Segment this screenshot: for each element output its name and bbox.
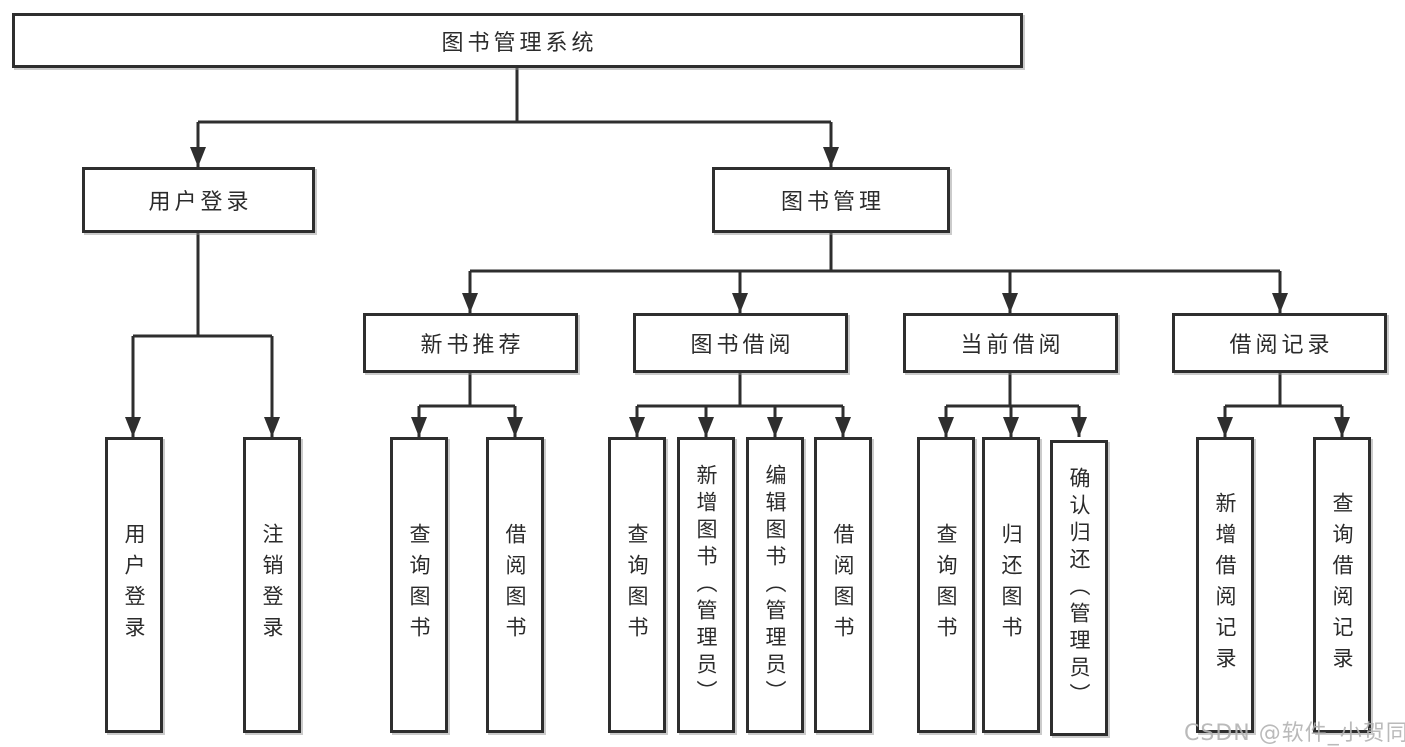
node-book-borrowing-label: 图书借阅 [690,333,795,358]
leaf-confirm-return-admin-label: 确认归还（管理员） [1067,466,1091,710]
leaf-query-books-recommend-label: 查询图书 [407,523,431,647]
leaf-query-books-current: 查询图书 [917,437,975,733]
leaf-query-books-recommend: 查询图书 [390,437,448,733]
leaf-borrow-books-borrowing: 借阅图书 [814,437,872,733]
node-borrowing-records: 借阅记录 [1172,313,1387,373]
leaf-return-book-label: 归还图书 [999,523,1023,647]
csdn-watermark: CSDN @软件_小贺同学 [1184,721,1405,746]
leaf-user-login-label: 用户登录 [122,523,146,647]
leaf-query-books-borrowing-label: 查询图书 [625,523,649,647]
node-new-book-recommend-label: 新书推荐 [420,333,525,358]
leaf-borrow-books-recommend-label: 借阅图书 [503,523,527,647]
leaf-borrow-books-recommend: 借阅图书 [486,437,544,733]
leaf-add-borrow-record: 新增借阅记录 [1196,437,1254,733]
node-book-borrowing: 图书借阅 [633,313,848,373]
node-book-management: 图书管理 [712,167,950,233]
leaf-borrow-books-borrowing-label: 借阅图书 [831,523,855,647]
node-user-login-label: 用户登录 [148,190,253,215]
leaf-return-book: 归还图书 [982,437,1040,733]
leaf-user-login: 用户登录 [105,437,163,733]
leaf-logout-label: 注销登录 [260,523,284,647]
leaf-confirm-return-admin: 确认归还（管理员） [1050,440,1108,736]
leaf-logout: 注销登录 [243,437,301,733]
leaf-query-borrow-record-label: 查询借阅记录 [1330,492,1354,678]
node-borrowing-records-label: 借阅记录 [1229,333,1334,358]
node-root-label: 图书管理系统 [441,30,598,56]
leaf-edit-book-admin: 编辑图书（管理员） [746,437,804,733]
node-root: 图书管理系统 [12,13,1023,68]
leaf-query-borrow-record: 查询借阅记录 [1313,437,1371,733]
leaf-query-books-current-label: 查询图书 [934,523,958,647]
leaf-query-books-borrowing: 查询图书 [608,437,666,733]
leaf-edit-book-admin-label: 编辑图书（管理员） [763,463,787,707]
node-new-book-recommend: 新书推荐 [363,313,578,373]
node-current-borrowing-label: 当前借阅 [960,333,1065,358]
leaf-add-borrow-record-label: 新增借阅记录 [1213,492,1237,678]
node-current-borrowing: 当前借阅 [903,313,1118,373]
leaf-add-book-admin: 新增图书（管理员） [677,437,735,733]
leaf-add-book-admin-label: 新增图书（管理员） [694,463,718,707]
node-user-login: 用户登录 [82,167,315,233]
node-book-management-label: 图书管理 [780,190,885,215]
